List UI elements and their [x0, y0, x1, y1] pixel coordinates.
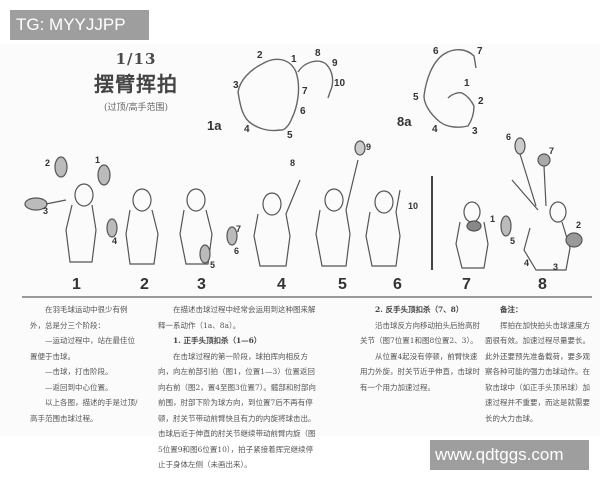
- fig8-annotation: 3: [553, 262, 559, 272]
- fig5-annotation: 9: [366, 142, 372, 152]
- diagram-1a-point: 1: [291, 54, 297, 65]
- fig3-annotation: 6: [234, 246, 240, 256]
- paragraph: 在描述击球过程中经常会运用到这种图来解释一系动作（1a、8a）。: [158, 305, 316, 330]
- figure-number: 8: [538, 276, 547, 293]
- paragraph: 从位置4起没有停顿，前臂快速用力外旋，肘关节近乎伸直，击球时有一个用力加速过程。: [360, 351, 480, 392]
- diagram-1a-point: 7: [302, 86, 308, 97]
- fig1-annotation: 2: [45, 158, 51, 168]
- figure-number: 7: [462, 276, 471, 293]
- bottom-watermark: www.qdtggs.com: [430, 440, 589, 470]
- fig8-annotation: 7: [549, 146, 555, 156]
- paragraph: 挥拍在加快拍头击球速度方面很有效。加速过程尽量要长。此外还要预先准备载荷，要多观…: [485, 320, 590, 423]
- fig6-annotation: 10: [408, 201, 419, 211]
- fig4-annotation: 8: [290, 158, 296, 168]
- diagram-8a-label: 8a: [397, 114, 412, 129]
- diagram-8a-point: 3: [472, 126, 478, 137]
- text-column-intro: 在羽毛球运动中很少有例外，总是分三个阶段： —运动过程中，站在最佳位置便于击球。…: [30, 302, 140, 426]
- diagram-1a-point: 5: [287, 130, 293, 141]
- figure-number: 2: [140, 276, 149, 293]
- paragraph: 以上各图，描述的手是过顶/高手范围击球过程。: [30, 398, 138, 423]
- diagram-1a-point: 6: [300, 106, 306, 117]
- diagram-8a-point: 5: [413, 92, 419, 103]
- diagram-1a: [237, 58, 334, 132]
- text-column-forehand: 在描述击球过程中经常会运用到这种图来解释一系动作（1a、8a）。 1. 正手头顶…: [158, 302, 316, 473]
- fig8-annotation: 5: [510, 236, 516, 246]
- section-heading: 2. 反手头顶扣杀（7、8）: [375, 305, 464, 314]
- fig7-annotation: 1: [490, 214, 496, 224]
- diagram-1a-point: 10: [334, 78, 346, 89]
- page-title: 摆臂挥拍: [94, 72, 178, 96]
- diagram-1a-point: 4: [244, 124, 250, 135]
- fig8-annotation: 2: [576, 220, 582, 230]
- document-page: [0, 44, 600, 436]
- section-divider: [431, 176, 433, 270]
- figure-number: 5: [338, 276, 347, 293]
- fig8-annotation: 4: [524, 258, 530, 268]
- figure-number: 1: [72, 276, 81, 293]
- section-heading: 备注：: [500, 305, 523, 314]
- diagram-1a-label: 1a: [207, 118, 222, 133]
- paragraph: —返回到中心位置。: [45, 382, 113, 392]
- diagram-8a-point: 2: [478, 96, 484, 107]
- paragraph: —击球，打击阶段。: [45, 367, 113, 376]
- diagram-1a-point: 8: [315, 48, 321, 59]
- fig2-annotation: 4: [112, 236, 118, 246]
- fig1-annotation: 3: [43, 206, 49, 216]
- diagram-8a: [423, 49, 477, 128]
- paragraph: 在羽毛球运动中很少有例外，总是分三个阶段：: [30, 305, 128, 330]
- diagram-1a-point: 9: [332, 58, 338, 69]
- text-column-notes: 备注： 挥拍在加快拍头击球速度方面很有效。加速过程尽量要长。此外还要预先准备载荷…: [485, 302, 595, 426]
- fig3-annotation: 5: [210, 260, 216, 270]
- fig8-annotation: 6: [506, 132, 512, 142]
- diagram-8a-point: 1: [464, 78, 470, 89]
- diagram-1a-point: 3: [233, 80, 239, 91]
- diagram-8a-point: 4: [432, 124, 438, 135]
- figure-sketches: [24, 137, 583, 271]
- paragraph: 沿击球反方向移动拍头后抬高肘关节（图7位置1和图8位置2、3）。: [360, 320, 480, 346]
- section-heading: 1. 正手头顶扣杀（1—6）: [173, 336, 262, 345]
- diagram-8a-point: 7: [477, 46, 483, 57]
- text-column-backhand: 2. 反手头顶扣杀（7、8） 沿击球反方向移动拍头后抬高肘关节（图7位置1和图8…: [360, 302, 480, 395]
- paragraph: 在击球过程的第一阶段，球拍挥向相反方向，向左前部引拍（图1，位置1—3）位置返回…: [158, 351, 316, 470]
- page-number: 1/13: [115, 50, 157, 68]
- horizontal-rule: [22, 296, 592, 298]
- paragraph: —运动过程中，站在最佳位置便于击球。: [30, 336, 135, 361]
- figure-number: 3: [197, 276, 206, 293]
- diagram-1a-point: 2: [257, 50, 263, 61]
- title-block: 1/13 摆臂挥拍 (过顶/高手范围): [86, 50, 186, 113]
- figure-number: 6: [393, 276, 402, 293]
- figure-number: 4: [277, 276, 286, 293]
- page-subtitle: (过顶/高手范围): [103, 103, 169, 113]
- fig1-annotation: 1: [95, 155, 101, 165]
- diagram-8a-point: 6: [433, 46, 439, 57]
- fig3-annotation: 7: [236, 224, 242, 234]
- top-watermark: TG: MYYJJPP: [10, 10, 149, 40]
